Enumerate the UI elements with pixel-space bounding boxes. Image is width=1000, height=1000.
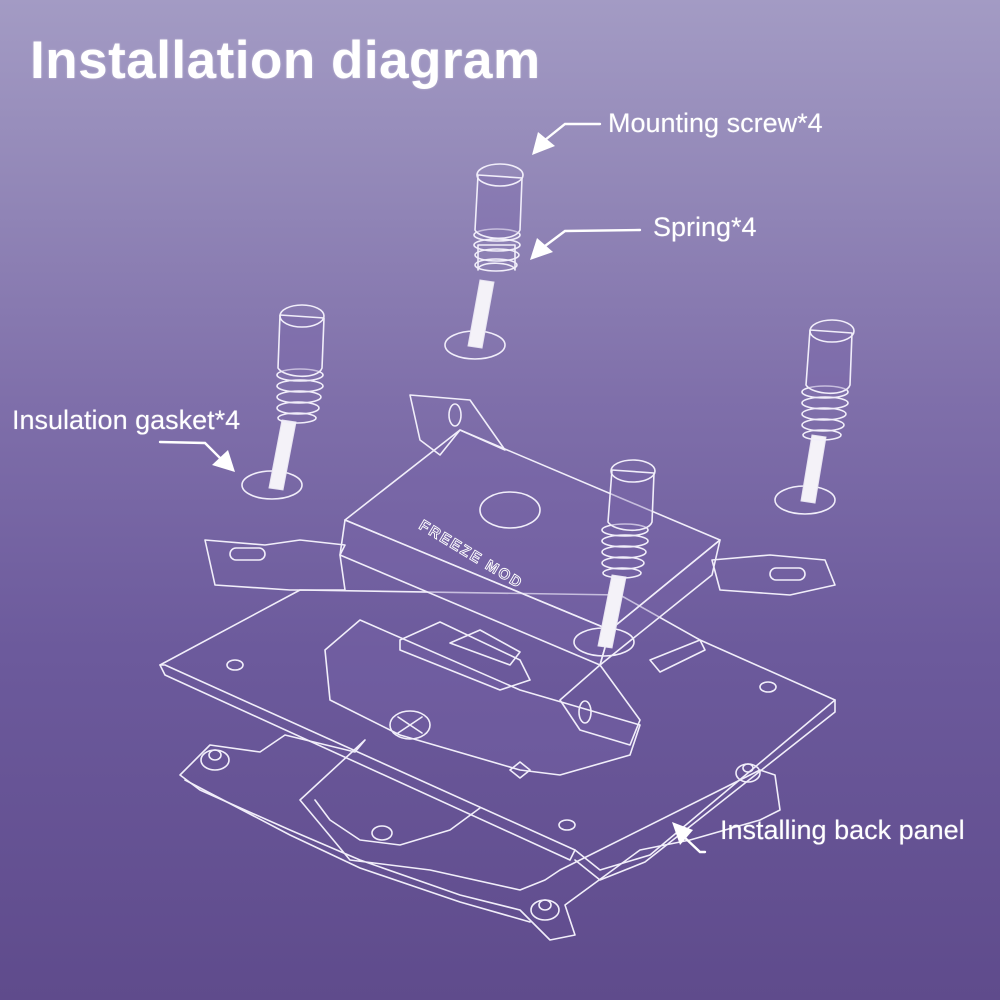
label-insulation-gasket: Insulation gasket*4	[12, 405, 241, 435]
mounting-screw-front	[573, 459, 656, 657]
callout-arrow-spring	[530, 228, 642, 260]
label-spring: Spring*4	[653, 212, 757, 242]
label-installing-back-panel: Installing back panel	[720, 815, 965, 845]
mounting-screw-right	[774, 319, 855, 515]
page-title: Installation diagram	[30, 31, 541, 90]
cold-plate	[324, 619, 706, 779]
callout-arrow-back-panel	[672, 822, 707, 854]
callout-arrow-screw	[532, 122, 602, 155]
mounting-screw-top	[444, 163, 524, 360]
mounting-screw-left	[241, 304, 325, 500]
mounting-plate	[159, 589, 836, 881]
label-mounting-screw: Mounting screw*4	[608, 108, 823, 138]
back-panel	[179, 734, 781, 941]
callout-arrow-gasket	[158, 440, 235, 472]
water-block: FREEZE MOD	[204, 394, 836, 746]
